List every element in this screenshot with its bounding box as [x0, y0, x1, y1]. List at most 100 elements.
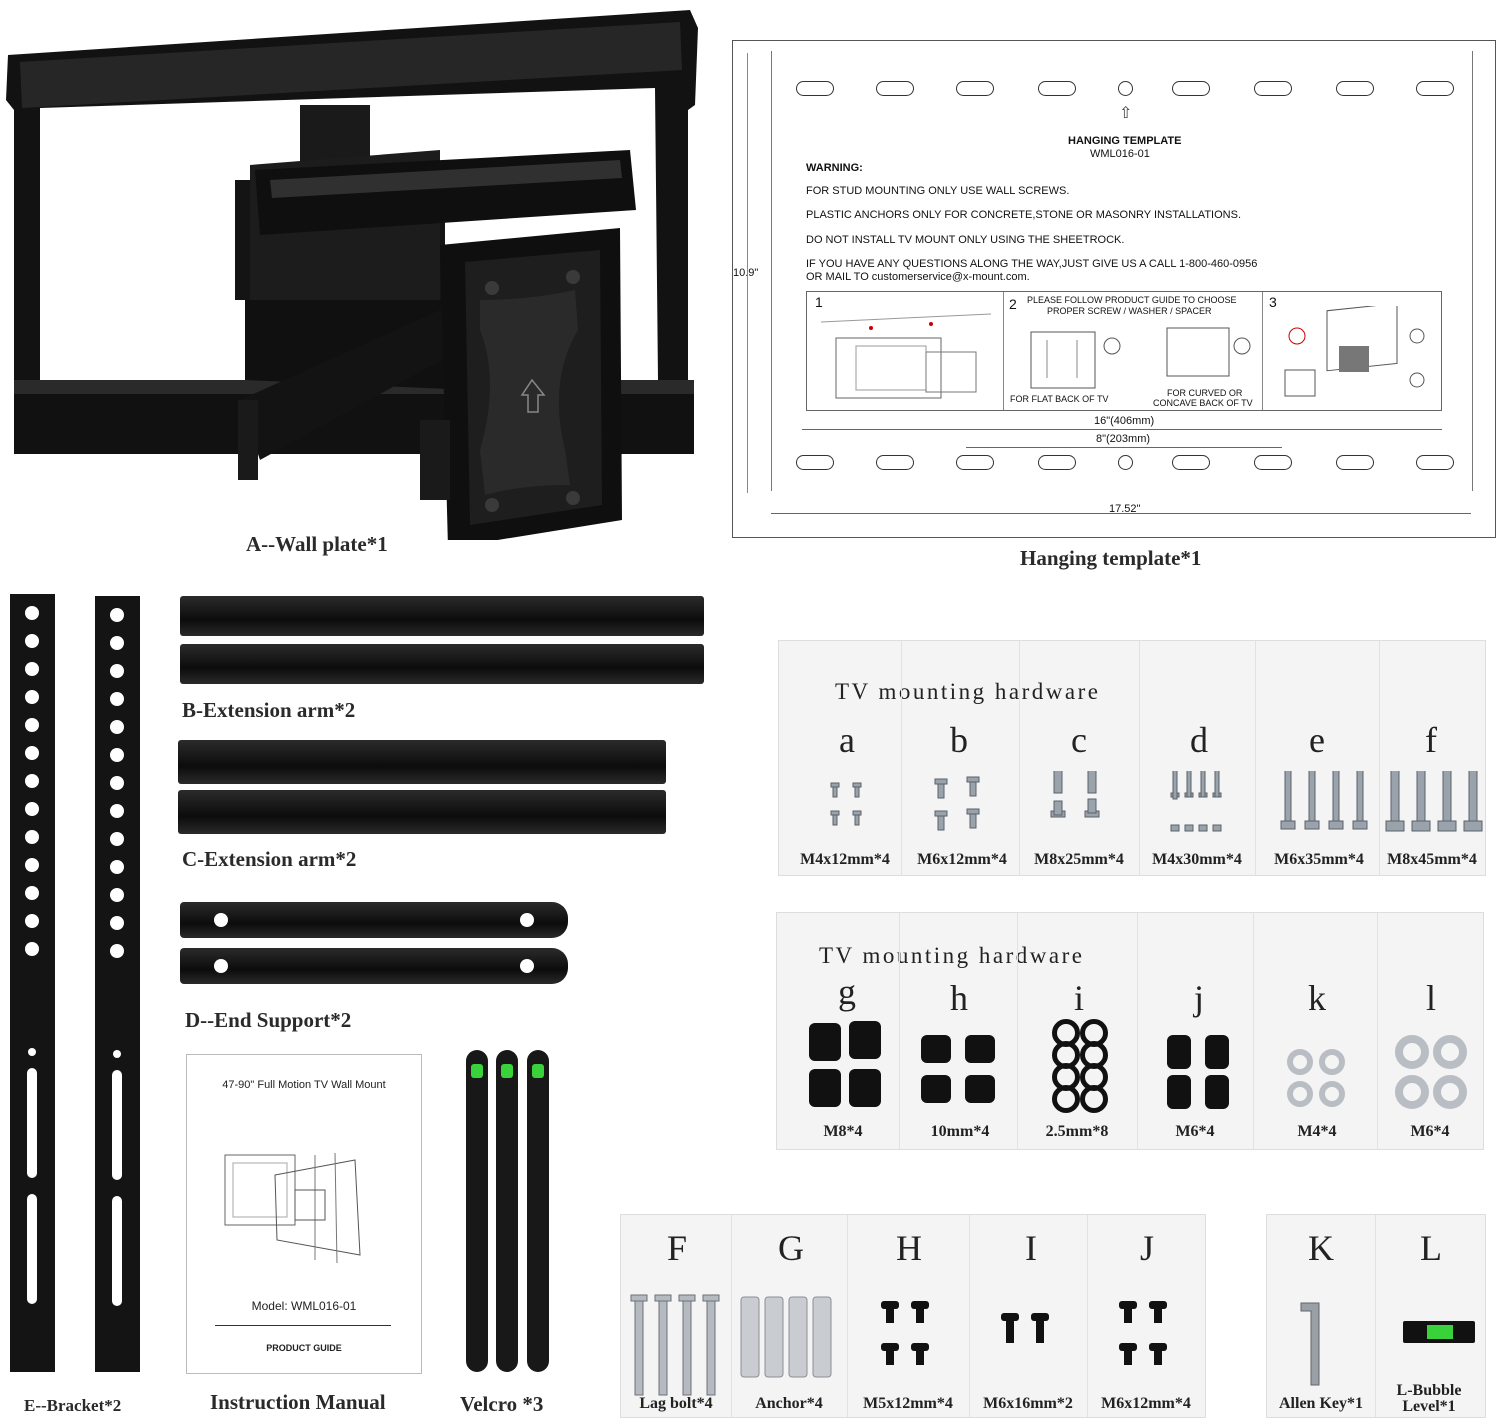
template-line-4: IF YOU HAVE ANY QUESTIONS ALONG THE WAY,… [806, 258, 1258, 270]
step-1-number: 1 [815, 294, 823, 310]
slot-shape [796, 455, 834, 470]
slot-shape [1038, 81, 1076, 96]
instruction-manual: 47-90" Full Motion TV Wall Mount Model: … [186, 1054, 422, 1374]
dimension-16: 16"(406mm) [1094, 415, 1155, 427]
manual-model: Model: WML016-01 [251, 1299, 357, 1313]
hardware-letter-e: e [1309, 720, 1325, 760]
velcro-strap [496, 1050, 518, 1372]
template-title: HANGING TEMPLATE [1068, 135, 1182, 147]
screws-illustration [830, 771, 1483, 832]
bracket-caption: E--Bracket*2 [24, 1396, 122, 1415]
hardware-letter-k: k [1308, 978, 1326, 1018]
hardware-label-b: M6x12mm*4 [917, 851, 1007, 868]
hardware-label-k: M4*4 [1297, 1123, 1337, 1140]
template-line-5: OR MAIL TO customerservice@x-mount.com. [806, 271, 1030, 283]
template-line-2: PLASTIC ANCHORS ONLY FOR CONCRETE,STONE … [806, 209, 1241, 221]
width-line [771, 513, 1471, 514]
hardware-letter-b: b [950, 720, 968, 760]
spacer-shape [809, 1023, 841, 1061]
end-support [180, 902, 568, 938]
extension-arm-c-caption: C-Extension arm*2 [182, 847, 357, 871]
spacer-shape [1167, 1035, 1191, 1069]
slot-shape [1416, 81, 1454, 96]
hardware-letter-l: l [1425, 978, 1436, 1018]
hardware-letter-h: h [950, 978, 968, 1018]
dimension-8: 8"(203mm) [1096, 433, 1151, 445]
hardware-letter-d: d [1190, 720, 1208, 760]
hardware-label-f: M8x45mm*4 [1387, 851, 1477, 868]
hardware-letter-H: H [896, 1228, 922, 1268]
slot-shape [1172, 81, 1210, 96]
wall-plate-caption: A--Wall plate*1 [246, 532, 388, 556]
washer-shape [1433, 1035, 1467, 1069]
velcro-strap [527, 1050, 549, 1372]
template-width-label: 17.52" [1109, 503, 1141, 515]
allen-key-icon [1300, 1302, 1320, 1386]
washer-shape [1287, 1081, 1313, 1107]
washer-shape [1287, 1049, 1313, 1075]
hardware-label-I: M6x16mm*2 [983, 1395, 1073, 1412]
hardware-title: TV mounting hardware [835, 679, 1101, 704]
step-3-diagram [1284, 306, 1425, 397]
step-divider [1262, 292, 1263, 410]
dimension-line [802, 429, 1442, 430]
washer-shape [1395, 1075, 1429, 1109]
hardware-letter-L: L [1420, 1228, 1442, 1268]
slot-shape [796, 81, 834, 96]
up-arrow-icon: ⇧ [1119, 103, 1133, 122]
washer-shape [1433, 1075, 1467, 1109]
step-2-text-a: PLEASE FOLLOW PRODUCT GUIDE TO CHOOSE [1027, 295, 1237, 305]
extension-arm-c [178, 740, 666, 784]
hardware-letter-F: F [666, 1228, 688, 1268]
hanging-template: ⇧ HANGING TEMPLATE WML016-01 WARNING: FO… [732, 40, 1496, 538]
tools-illustration [1300, 1302, 1475, 1386]
slot-shape [1254, 81, 1292, 96]
washer-shape [1395, 1035, 1429, 1069]
wall-plate-drawing [6, 10, 698, 548]
step-2-diagram [1030, 327, 1251, 389]
extension-arm-b [180, 596, 704, 636]
slot-shape [1336, 81, 1374, 96]
step-divider [1003, 292, 1004, 410]
hardware-label-a: M4x12mm*4 [800, 851, 890, 868]
hardware-letter-j: j [1193, 978, 1204, 1018]
manual-caption: Instruction Manual [210, 1390, 386, 1414]
hardware-letter-g: g [838, 972, 856, 1012]
manual-footer: PRODUCT GUIDE [266, 1343, 342, 1353]
curved-back-label-a: FOR CURVED OR [1167, 388, 1243, 398]
bracket-left [10, 594, 55, 1372]
manual-title: 47-90" Full Motion TV Wall Mount [222, 1079, 386, 1091]
hardware-label-G: Anchor*4 [755, 1395, 823, 1412]
steps-panel: 1 2 3 PLEASE FOLLOW PRODUCT GUIDE TO CHO… [806, 291, 1442, 411]
washer-shape [1319, 1081, 1345, 1107]
hole-shape [1118, 455, 1133, 470]
step-2-number: 2 [1009, 296, 1017, 312]
flat-back-label: FOR FLAT BACK OF TV [1010, 394, 1109, 404]
bracket-right [95, 596, 140, 1372]
hardware-label-j: M6*4 [1175, 1123, 1215, 1140]
hardware-label-c: M8x25mm*4 [1034, 851, 1124, 868]
hardware-letter-K: K [1308, 1228, 1334, 1268]
end-support-caption: D--End Support*2 [185, 1008, 352, 1032]
slot-shape [956, 81, 994, 96]
slot-shape [1254, 455, 1292, 470]
slot-shape [1172, 455, 1210, 470]
spacer-shape [921, 1075, 951, 1103]
hardware-letter-I: I [1025, 1228, 1037, 1268]
washer-shape [1080, 1085, 1108, 1113]
template-height-label: 10.9" [733, 267, 759, 279]
wall-plate-image [0, 0, 710, 548]
hole-shape [1118, 81, 1133, 96]
step-2-text-b: PROPER SCREW / WASHER / SPACER [1047, 306, 1212, 316]
template-sheet: ⇧ HANGING TEMPLATE WML016-01 WARNING: FO… [771, 51, 1473, 491]
spacer-shape [965, 1035, 995, 1063]
hardware-label-H: M5x12mm*4 [863, 1395, 953, 1412]
spacer-shape [849, 1021, 881, 1059]
manual-mount-drawing [224, 1152, 361, 1264]
hardware-label-L: L-Bubble Level*1 [1396, 1382, 1462, 1415]
spacer-shape [965, 1075, 995, 1103]
wall-hardware-illustration [630, 1294, 1167, 1396]
slot-shape [876, 81, 914, 96]
spacer-shape [1205, 1075, 1229, 1109]
slot-shape [956, 455, 994, 470]
